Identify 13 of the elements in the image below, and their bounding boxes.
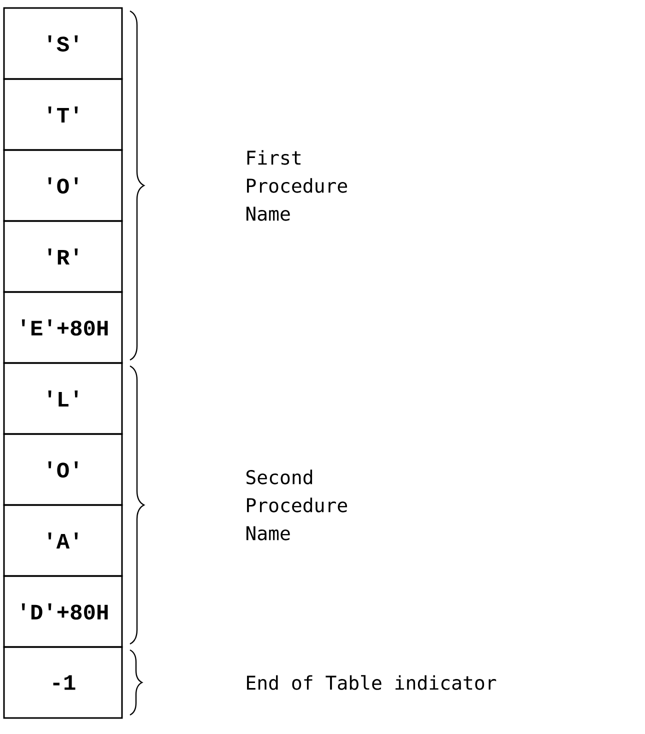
label-text: End of Table indicator <box>247 675 496 690</box>
label-text: Second Procedure Name <box>246 470 348 540</box>
memory-cell: 'D'+80H <box>3 575 123 648</box>
memory-cell: 'O' <box>3 433 123 506</box>
memory-cell: 'L' <box>3 362 123 435</box>
memory-cell: 'T' <box>3 78 123 151</box>
memory-cell: 'A' <box>3 504 123 577</box>
memory-cell: -1 <box>3 646 123 719</box>
label-text: First Procedure Name <box>246 150 348 221</box>
memory-cell: 'R' <box>3 220 123 293</box>
memory-cell: 'S' <box>3 7 123 80</box>
memory-cell: 'O' <box>3 149 123 222</box>
memory-cell: 'E'+80H <box>3 291 123 364</box>
